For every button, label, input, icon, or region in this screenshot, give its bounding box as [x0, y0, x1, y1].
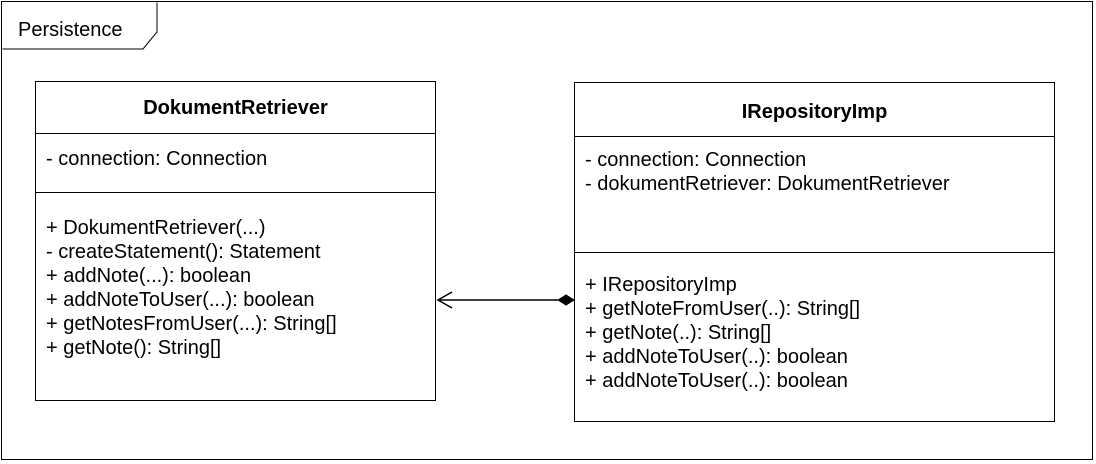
class-name: DokumentRetriever [36, 82, 435, 134]
attribute: - dokumentRetriever: DokumentRetriever [585, 173, 950, 195]
package-tab [2, 2, 158, 50]
operation: + addNoteToUser(..): boolean [585, 346, 848, 368]
operation: + addNote(...): boolean [46, 265, 252, 287]
operation: + getNotesFromUser(...): String[] [46, 313, 337, 335]
operations-compartment: + DokumentRetriever(...) - createStateme… [36, 193, 435, 360]
operation: - createStatement(): Statement [46, 241, 321, 263]
operation: + getNoteFromUser(..): String[] [585, 298, 861, 320]
class-name: IRepositoryImp [575, 83, 1054, 137]
attributes-compartment: - connection: Connection [36, 134, 435, 193]
operation: + IRepositoryImp [585, 274, 737, 296]
attribute: - connection: Connection [585, 149, 807, 171]
attribute: - connection: Connection [46, 148, 268, 170]
operation: + addNoteToUser(...): boolean [46, 289, 315, 311]
package-label: Persistence [18, 19, 123, 41]
class-irepository-imp[interactable]: IRepositoryImp - connection: Connection … [574, 82, 1055, 422]
class-dokument-retriever[interactable]: DokumentRetriever - connection: Connecti… [35, 81, 436, 401]
operation: + addNoteToUser(..): boolean [585, 370, 848, 392]
attributes-compartment: - connection: Connection - dokumentRetri… [575, 137, 1054, 253]
operation: + getNote(..): String[] [585, 322, 772, 344]
operation: + DokumentRetriever(...) [46, 217, 266, 239]
operation: + getNote(): String[] [46, 337, 222, 359]
operations-compartment: + IRepositoryImp + getNoteFromUser(..): … [575, 253, 1054, 393]
